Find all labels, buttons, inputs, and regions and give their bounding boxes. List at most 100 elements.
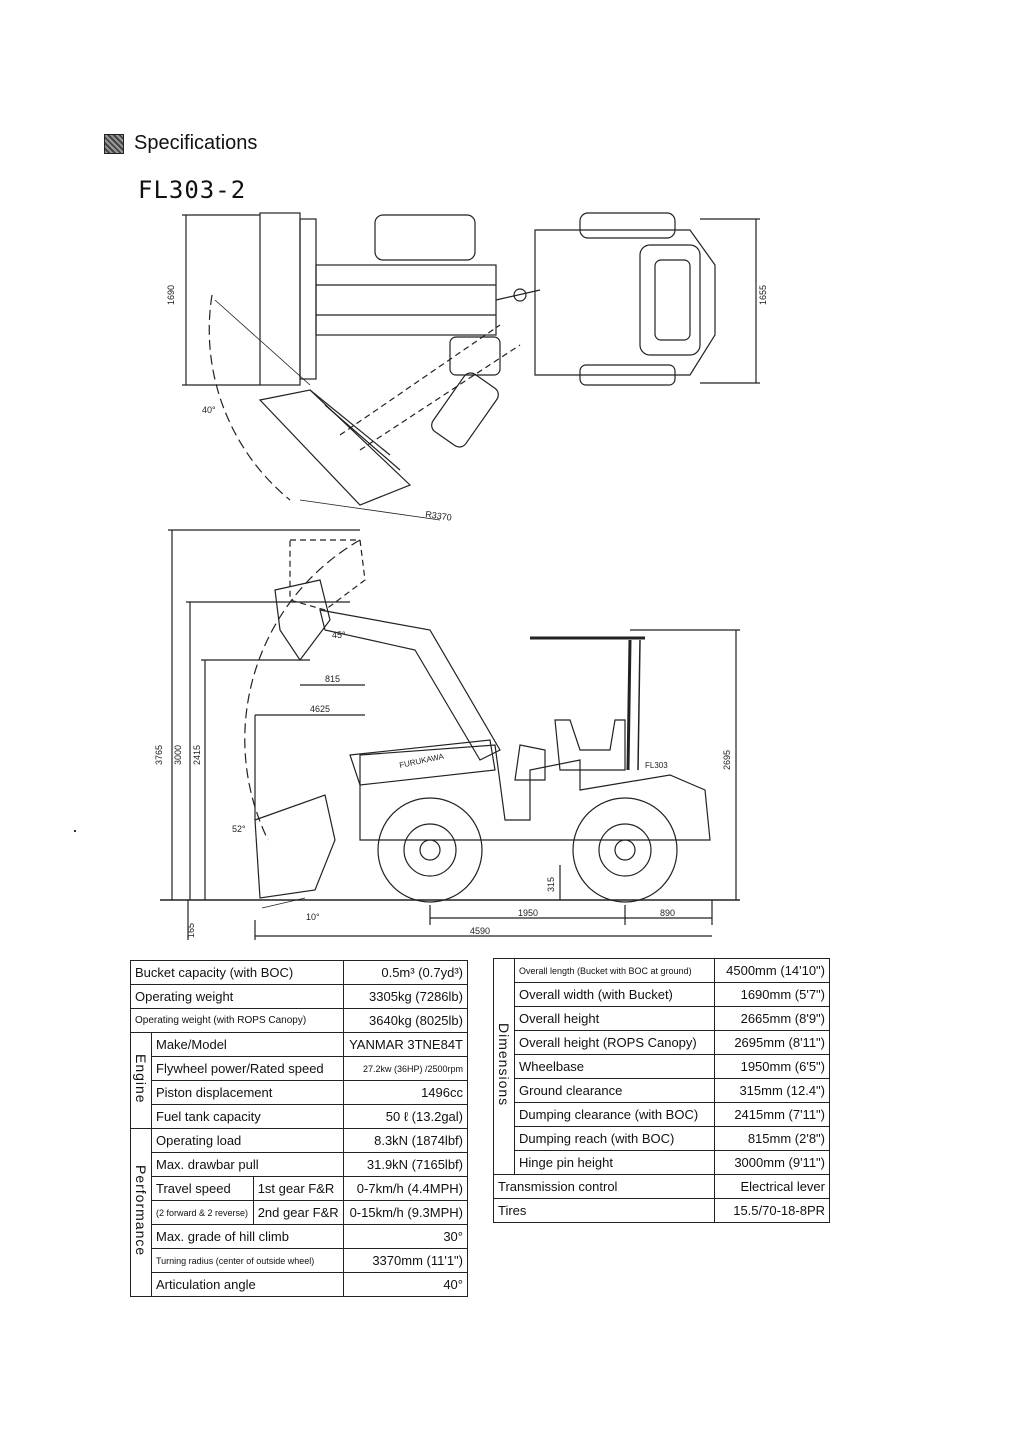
dim-3765: 3765 bbox=[154, 745, 164, 765]
spec-label: Overall height bbox=[513, 1006, 716, 1031]
spec-value: 50 ℓ (13.2gal) bbox=[343, 1104, 468, 1129]
gear-label: 1st gear F&R bbox=[252, 1176, 345, 1201]
dimensions-group-label: Dimensions bbox=[496, 1023, 512, 1107]
spec-label: Wheelbase bbox=[513, 1054, 716, 1079]
table-row: Dimensions Overall length (Bucket with B… bbox=[493, 958, 830, 1175]
spec-label: Dumping reach (with BOC) bbox=[513, 1126, 716, 1151]
table-row: Piston displacement 1496cc bbox=[131, 1080, 468, 1105]
spec-value: 2695mm (8'11") bbox=[714, 1030, 830, 1055]
dim-4590: 4590 bbox=[470, 926, 490, 936]
model-title: FL303-2 bbox=[138, 176, 247, 204]
spec-label: Operating weight (with ROPS Canopy) bbox=[129, 1008, 345, 1033]
table-row: Performance Operating load 8.3kN (1874lb… bbox=[130, 1128, 468, 1297]
spec-value: 31.9kN (7165lbf) bbox=[343, 1152, 468, 1177]
dim-2695: 2695 bbox=[722, 750, 732, 770]
table-row: Fuel tank capacity 50 ℓ (13.2gal) bbox=[131, 1104, 468, 1129]
spec-value: 3000mm (9'11") bbox=[714, 1150, 830, 1175]
radius-label: R3370 bbox=[425, 509, 453, 523]
spec-label: Fuel tank capacity bbox=[150, 1104, 345, 1129]
spec-label: Overall width (with Bucket) bbox=[513, 982, 716, 1007]
left-spec-table: Bucket capacity (with BOC) 0.5m³ (0.7yd³… bbox=[129, 960, 468, 1297]
turning-arc bbox=[208, 294, 291, 501]
table-row: Overall width (with Bucket) 1690mm (5'7"… bbox=[494, 982, 830, 1007]
table-row: Overall height (ROPS Canopy) 2695mm (8'1… bbox=[494, 1030, 830, 1055]
spec-label: Operating weight bbox=[129, 984, 345, 1009]
table-row: Hinge pin height 3000mm (9'11") bbox=[494, 1150, 830, 1175]
angle-40-label: 40° bbox=[202, 405, 216, 415]
angle-45-label: 45° bbox=[332, 630, 346, 640]
dim-2415: 2415 bbox=[192, 745, 202, 765]
turned-tire bbox=[431, 372, 499, 448]
bucket-turned bbox=[258, 389, 412, 506]
top-view-drawing: 1690 1655 40° R3370 bbox=[166, 212, 768, 523]
table-row: Articulation angle 40° bbox=[131, 1272, 468, 1297]
square-bullet-icon bbox=[104, 133, 124, 154]
boom-arm bbox=[319, 609, 501, 761]
spec-label: Ground clearance bbox=[513, 1078, 716, 1103]
raised-bucket-dashed bbox=[289, 539, 366, 611]
spec-label: Max. grade of hill climb bbox=[150, 1224, 345, 1249]
spec-label: Articulation angle bbox=[150, 1272, 345, 1297]
table-row: Flywheel power/Rated speed 27.2kw (36HP)… bbox=[131, 1056, 468, 1081]
rear-wheel bbox=[572, 797, 678, 903]
spec-label: Max. drawbar pull bbox=[150, 1152, 345, 1177]
table-row: Bucket capacity (with BOC) 0.5m³ (0.7yd³… bbox=[129, 960, 468, 985]
right-spec-table: Dimensions Overall length (Bucket with B… bbox=[492, 958, 830, 1223]
rear-body-top bbox=[534, 229, 716, 376]
spec-value: 815mm (2'8") bbox=[714, 1126, 830, 1151]
boom-label: FURUKAWA bbox=[399, 752, 446, 770]
spec-value: 15.5/70-18-8PR bbox=[714, 1198, 830, 1223]
engine-group-cell: Engine bbox=[130, 1032, 152, 1129]
section-heading: Specifications bbox=[104, 132, 257, 155]
dimensions-group-cell: Dimensions bbox=[493, 958, 515, 1175]
spec-value: 0.5m³ (0.7yd³) bbox=[343, 960, 468, 985]
spec-value: 4500mm (14'10") bbox=[714, 958, 830, 983]
angle-10-label: 10° bbox=[306, 912, 320, 922]
table-row: Transmission control Electrical lever bbox=[492, 1174, 830, 1199]
table-row: Wheelbase 1950mm (6'5") bbox=[494, 1054, 830, 1079]
table-row: Dumping reach (with BOC) 815mm (2'8") bbox=[494, 1126, 830, 1151]
spec-value: 3640kg (8025lb) bbox=[343, 1008, 468, 1033]
dim-815: 815 bbox=[325, 674, 340, 684]
side-view-drawing: 3765 3000 2415 2695 815 4625 45° FURUKAW… bbox=[154, 529, 740, 940]
table-row: Tires 15.5/70-18-8PR bbox=[492, 1198, 830, 1223]
spec-value: Electrical lever bbox=[714, 1174, 830, 1199]
spec-value: 2665mm (8'9") bbox=[714, 1006, 830, 1031]
spec-value: 1690mm (5'7") bbox=[714, 982, 830, 1007]
spec-value: 8.3kN (1874lbf) bbox=[343, 1128, 468, 1153]
front-tire-top bbox=[374, 214, 476, 261]
spec-label: Turning radius (center of outside wheel) bbox=[150, 1248, 345, 1273]
spec-label: Piston displacement bbox=[150, 1080, 345, 1105]
gear-label: 2nd gear F&R bbox=[252, 1200, 345, 1225]
spec-label: Tires bbox=[492, 1198, 716, 1223]
engine-group-label: Engine bbox=[133, 1054, 149, 1104]
cab-label: FL303 bbox=[645, 761, 668, 770]
lower-boom bbox=[349, 739, 496, 786]
table-row: Engine Make/Model YANMAR 3TNE84T bbox=[130, 1032, 468, 1129]
spec-label: Operating load bbox=[150, 1128, 345, 1153]
dim-1950: 1950 bbox=[518, 908, 538, 918]
spec-label: Hinge pin height bbox=[513, 1150, 716, 1175]
table-row: Dumping clearance (with BOC) 2415mm (7'1… bbox=[494, 1102, 830, 1127]
dim-4625: 4625 bbox=[310, 704, 330, 714]
spec-value: 0-15km/h (9.3MPH) bbox=[343, 1200, 468, 1225]
dim-315: 315 bbox=[546, 877, 556, 892]
spec-value: 30° bbox=[343, 1224, 468, 1249]
spec-value: 315mm (12.4") bbox=[714, 1078, 830, 1103]
spec-label: Make/Model bbox=[150, 1032, 345, 1057]
spec-label: Bucket capacity (with BOC) bbox=[129, 960, 345, 985]
spec-value: 1950mm (6'5") bbox=[714, 1054, 830, 1079]
dim-width-body: 1655 bbox=[758, 285, 768, 305]
section-title: Specifications bbox=[134, 132, 258, 154]
bucket-top bbox=[259, 212, 301, 386]
spec-value: 2415mm (7'11") bbox=[714, 1102, 830, 1127]
table-row: (2 forward & 2 reverse) 2nd gear F&R 0-1… bbox=[131, 1200, 468, 1225]
front-wheel bbox=[377, 797, 483, 903]
table-row: Turning radius (center of outside wheel)… bbox=[131, 1248, 468, 1273]
spec-value: 27.2kw (36HP) /2500rpm bbox=[343, 1056, 468, 1081]
performance-group-label: Performance bbox=[133, 1165, 149, 1257]
performance-group-cell: Performance bbox=[130, 1128, 152, 1297]
table-row: Max. drawbar pull 31.9kN (7165lbf) bbox=[131, 1152, 468, 1177]
spec-label: Transmission control bbox=[492, 1174, 716, 1199]
spec-value: 1496cc bbox=[343, 1080, 468, 1105]
